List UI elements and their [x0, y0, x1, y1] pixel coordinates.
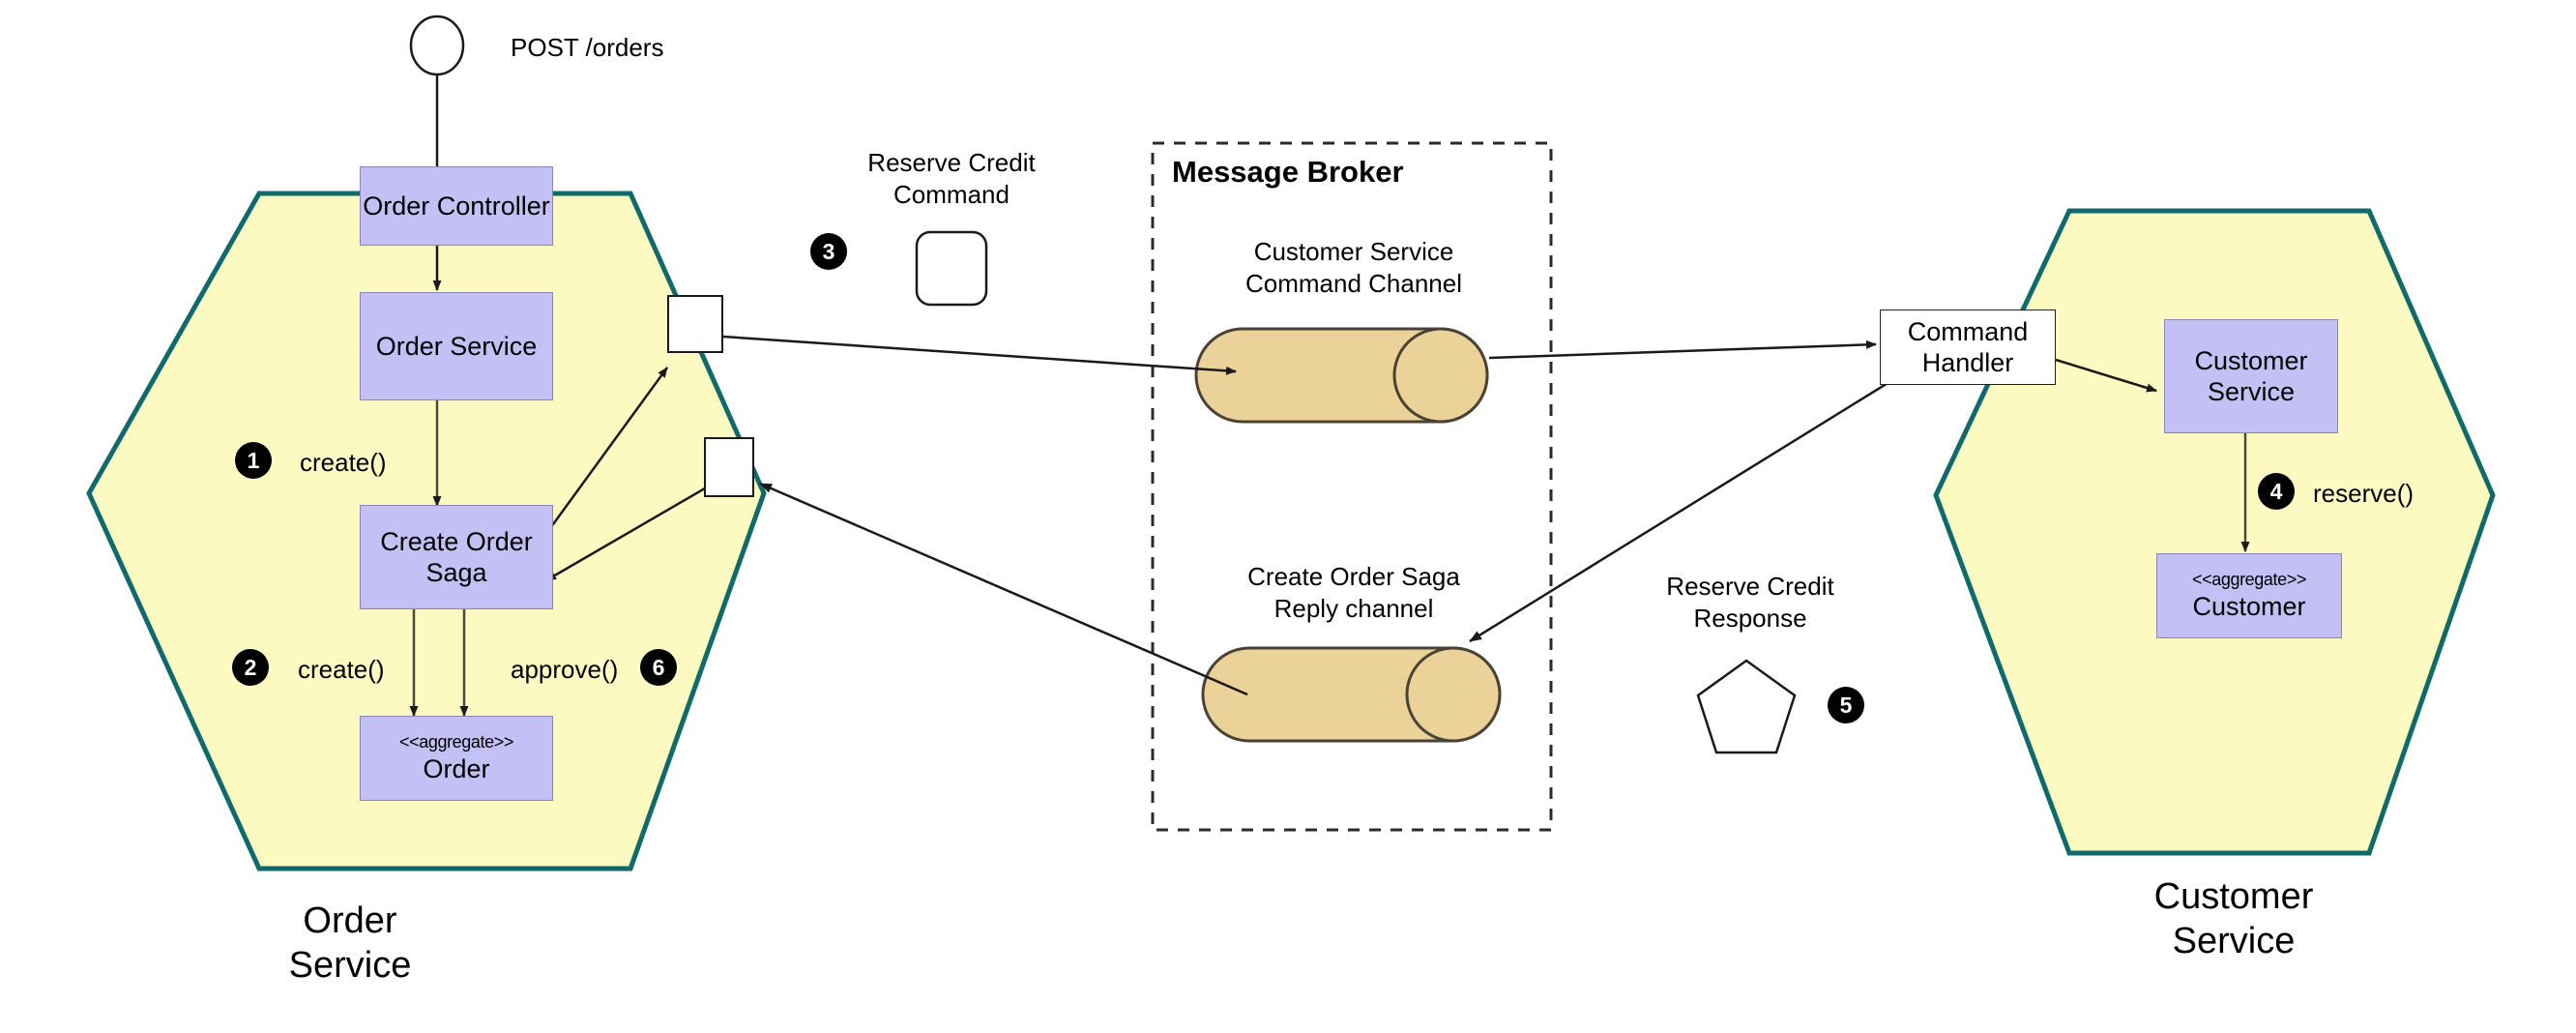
step-label-2: create(): [298, 655, 385, 684]
step-badge-4-number: 4: [2269, 478, 2283, 504]
message-broker-title: Message Broker: [1172, 155, 1404, 189]
order-aggregate-stereotype: <<aggregate>>: [399, 732, 513, 752]
create-order-saga-box[interactable]: Create Order Saga: [360, 505, 553, 609]
step-badge-2-number: 2: [244, 654, 257, 680]
step-label-1: create(): [300, 448, 387, 477]
step-badge-1: 1: [235, 442, 272, 479]
arrow-command-handler-to-customer-service: [2055, 358, 2157, 393]
step-badge-5-number: 5: [1839, 692, 1853, 718]
order-controller-label: Order Controller: [363, 191, 550, 221]
arrow-command-channel-to-command-handler: [1488, 339, 1877, 360]
arrow-reply-channel-to-inbound-port: [759, 482, 1248, 696]
customer-aggregate-label: Customer: [2192, 591, 2306, 621]
order-service-caption: Order Service: [288, 900, 412, 986]
customer-service-command-channel-label: Customer Service Command Channel: [1244, 237, 1462, 298]
step-badge-6-number: 6: [652, 654, 665, 680]
order-aggregate-label: Order: [423, 753, 490, 783]
order-controller-box[interactable]: Order Controller: [360, 166, 553, 246]
command-handler-label: Command Handler: [1907, 316, 2029, 377]
create-order-saga-reply-channel-label: Create Order Saga Reply channel: [1247, 562, 1460, 623]
reserve-credit-command-label: Reserve Credit Command: [867, 148, 1036, 209]
step-badge-1-number: 1: [247, 447, 260, 473]
order-service-label: Order Service: [375, 331, 538, 361]
customer-service-caption: Customer Service: [2153, 876, 2314, 961]
customer-aggregate-box[interactable]: <<aggregate>> Customer: [2156, 553, 2342, 638]
step-badge-5: 5: [1828, 687, 1864, 723]
customer-aggregate-stereotype: <<aggregate>>: [2192, 570, 2306, 589]
entrypoint-circle: [409, 15, 465, 76]
entrypoint-label: POST /orders: [511, 33, 664, 62]
customer-service-command-channel-shape: [1194, 327, 1489, 424]
step-label-6: approve(): [511, 655, 619, 684]
command-handler-box[interactable]: Command Handler: [1880, 310, 2056, 385]
outbound-command-port[interactable]: [667, 295, 723, 353]
inbound-reply-port[interactable]: [704, 437, 754, 497]
step-badge-6: 6: [640, 649, 677, 686]
reserve-credit-response-label: Reserve Credit Response: [1666, 572, 1834, 633]
create-order-saga-label: Create Order Saga: [380, 526, 533, 587]
step-badge-4: 4: [2258, 473, 2295, 510]
reserve-credit-command-shape: [915, 230, 988, 307]
create-order-saga-reply-channel-shape: [1201, 646, 1502, 743]
order-service-box[interactable]: Order Service: [360, 292, 553, 400]
order-aggregate-box[interactable]: <<aggregate>> Order: [360, 716, 553, 801]
arrow-outbound-port-to-command-channel: [722, 335, 1237, 375]
step-badge-2: 2: [232, 649, 269, 686]
customer-service-box[interactable]: Customer Service: [2164, 319, 2338, 433]
step-label-4: reserve(): [2313, 479, 2415, 508]
customer-service-hexagon: [1933, 208, 2496, 856]
customer-service-label: Customer Service: [2194, 345, 2308, 406]
step-badge-3-number: 3: [822, 238, 835, 264]
arrow-command-handler-to-reply-channel: [1469, 375, 1898, 643]
reserve-credit-response-shape: [1696, 659, 1797, 754]
step-badge-3: 3: [810, 233, 847, 270]
arrow-inbound-port-to-saga: [545, 484, 711, 582]
message-broker-boundary: [1151, 141, 1553, 832]
